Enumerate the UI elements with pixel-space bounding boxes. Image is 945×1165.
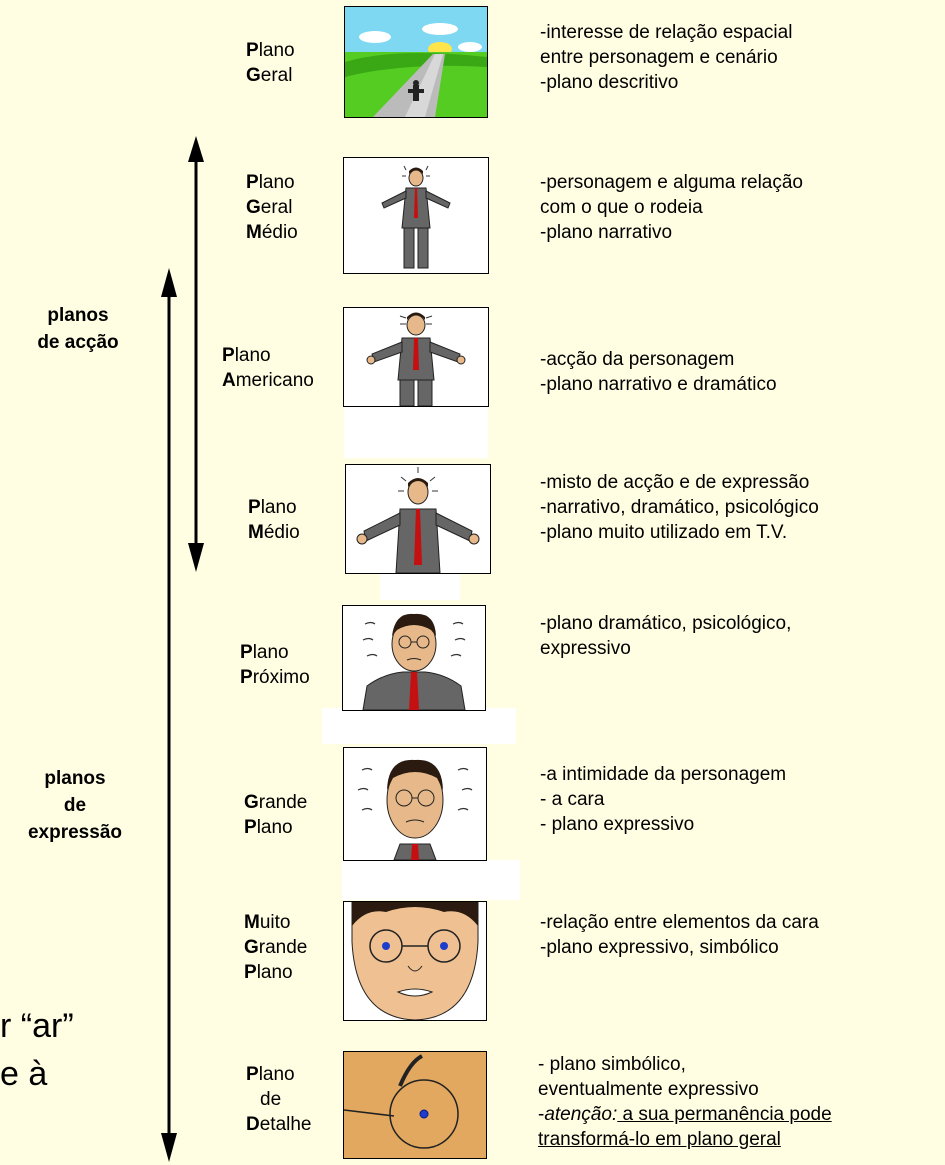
white-patch — [380, 570, 460, 600]
shot-name-plano-proximo: Plano Próximo — [240, 642, 310, 688]
cropped-side-text: r “ar” e à — [0, 1007, 74, 1093]
shot-desc-muito-grande-plano: -relação entre elementos da cara -plano … — [540, 912, 819, 958]
shot-name-plano-geral: Plano Geral — [246, 40, 295, 86]
category-expression-line1: planos — [44, 768, 106, 789]
waist-up-man-icon — [345, 464, 491, 574]
category-expression-line2: de — [63, 795, 87, 816]
action-range-arrow — [188, 136, 204, 572]
shot-desc-plano-medio: -misto de acção e de expressão -narrativ… — [540, 472, 819, 543]
white-patch — [342, 860, 520, 900]
white-patch — [322, 708, 516, 744]
full-figure-man-icon — [343, 157, 489, 274]
shot-name-plano-americano: Plano Americano — [222, 345, 314, 391]
eye-detail-icon — [343, 1051, 487, 1159]
extreme-face-closeup-icon — [343, 901, 487, 1021]
range-arrows — [161, 136, 204, 1162]
shot-name-grande-plano: Grande Plano — [244, 792, 308, 838]
attention-label: atenção: — [544, 1104, 618, 1125]
chest-up-man-icon — [342, 605, 486, 711]
shot-name-plano-geral-medio: Plano Geral Médio — [246, 172, 298, 243]
white-patch — [344, 404, 488, 458]
knee-up-man-icon — [343, 307, 489, 407]
face-closeup-icon — [343, 747, 487, 861]
category-expression-line3: expressão — [27, 822, 122, 843]
shot-desc-plano-americano: -acção da personagem -plano narrativo e … — [540, 349, 777, 395]
landscape-road-figure-icon — [344, 6, 488, 118]
category-label-action: planos de acção — [18, 302, 138, 356]
shot-name-muito-grande-plano: Muito Grande Plano — [244, 912, 308, 983]
shot-desc-plano-geral-medio: -personagem e alguma relação com o que o… — [540, 172, 803, 243]
category-label-expression: planos de expressão — [10, 765, 140, 846]
shot-desc-plano-geral: -interesse de relação espacial entre per… — [540, 22, 793, 93]
expression-range-arrow — [161, 268, 177, 1162]
category-action-line2: de acção — [37, 332, 119, 353]
shot-desc-plano-proximo: -plano dramático, psicológico, expressiv… — [540, 613, 792, 659]
shot-name-plano-de-detalhe: Plano de Detalhe — [246, 1064, 312, 1135]
category-action-line1: planos — [47, 305, 109, 326]
shot-desc-grande-plano: -a intimidade da personagem - a cara - p… — [540, 764, 787, 835]
shot-desc-plano-de-detalhe: - plano simbólico, eventualmente express… — [538, 1054, 832, 1150]
shot-name-plano-medio: Plano Médio — [248, 497, 300, 543]
